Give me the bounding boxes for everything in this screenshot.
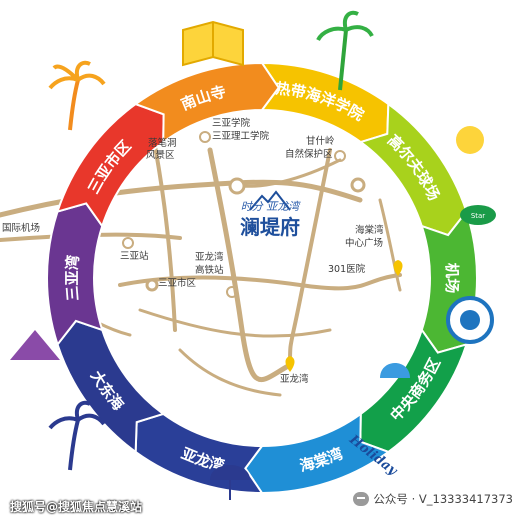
brand-title: 澜堤府 <box>240 215 300 239</box>
place-label: 三亚理工学院 <box>212 130 270 142</box>
wechat-icon <box>353 492 370 506</box>
shell-icon <box>380 363 410 378</box>
footer-source: 搜狐号@搜狐焦点慧溪站 <box>10 500 143 514</box>
place-label: 亚龙湾 <box>280 373 309 385</box>
location-pin-icon <box>122 237 134 249</box>
place-label: 风景区 <box>146 150 175 161</box>
umbrella-icon <box>210 465 250 500</box>
place-label: 中心广场 <box>345 237 383 249</box>
ring-segment-label: 三亚湾 <box>63 254 82 301</box>
place-label: 落笔洞 <box>148 137 177 149</box>
place-label: 三亚市区 <box>158 277 197 289</box>
place-label: 国际机场 <box>2 222 40 234</box>
brand-subtitle: 时分 亚龙湾 <box>241 200 301 213</box>
location-pin-icon <box>393 260 403 276</box>
place-label: 亚龙湾 <box>195 251 224 263</box>
location-pin-icon <box>285 356 295 372</box>
place-label: 三亚学院 <box>212 117 251 129</box>
footer-contact: 公众号 · V_13333417373 <box>353 491 513 507</box>
location-pin-icon <box>334 150 346 162</box>
palm-tree-icon <box>48 400 106 471</box>
place-label: 自然保护区 <box>285 148 333 160</box>
camera-icon <box>446 296 494 344</box>
ring-segment-label-path: 三亚湾 <box>63 254 82 301</box>
ring-segment <box>133 61 280 145</box>
star-badge-icon: Star <box>460 205 496 225</box>
location-pins <box>122 131 403 372</box>
palm-tree-icon <box>48 60 106 131</box>
location-pin-icon <box>228 177 246 195</box>
brand-logo: 时分 亚龙湾 澜堤府 <box>240 190 301 239</box>
location-pin-icon <box>350 177 366 193</box>
footer-contact-text: 公众号 · V_13333417373 <box>373 492 513 506</box>
place-labels: 三亚学院 三亚理工学院 落笔洞 风景区 甘什岭 自然保护区 海棠湾 中心广场 3… <box>2 117 384 385</box>
decoration-layer: Star <box>10 10 496 500</box>
tent-icon <box>10 330 60 360</box>
star-badge-label: Star <box>471 212 485 220</box>
place-label: 高铁站 <box>195 264 224 276</box>
location-pin-icon <box>145 278 159 292</box>
palm-tree-icon <box>316 10 374 91</box>
location-pin-icon <box>199 131 211 143</box>
place-label: 301医院 <box>328 263 366 275</box>
place-label: 海棠湾 <box>355 224 384 236</box>
place-label: 三亚站 <box>120 250 149 262</box>
location-pin-icon <box>226 286 238 298</box>
book-icon <box>182 20 244 67</box>
place-label: 甘什岭 <box>306 135 335 147</box>
sun-icon <box>456 126 484 154</box>
